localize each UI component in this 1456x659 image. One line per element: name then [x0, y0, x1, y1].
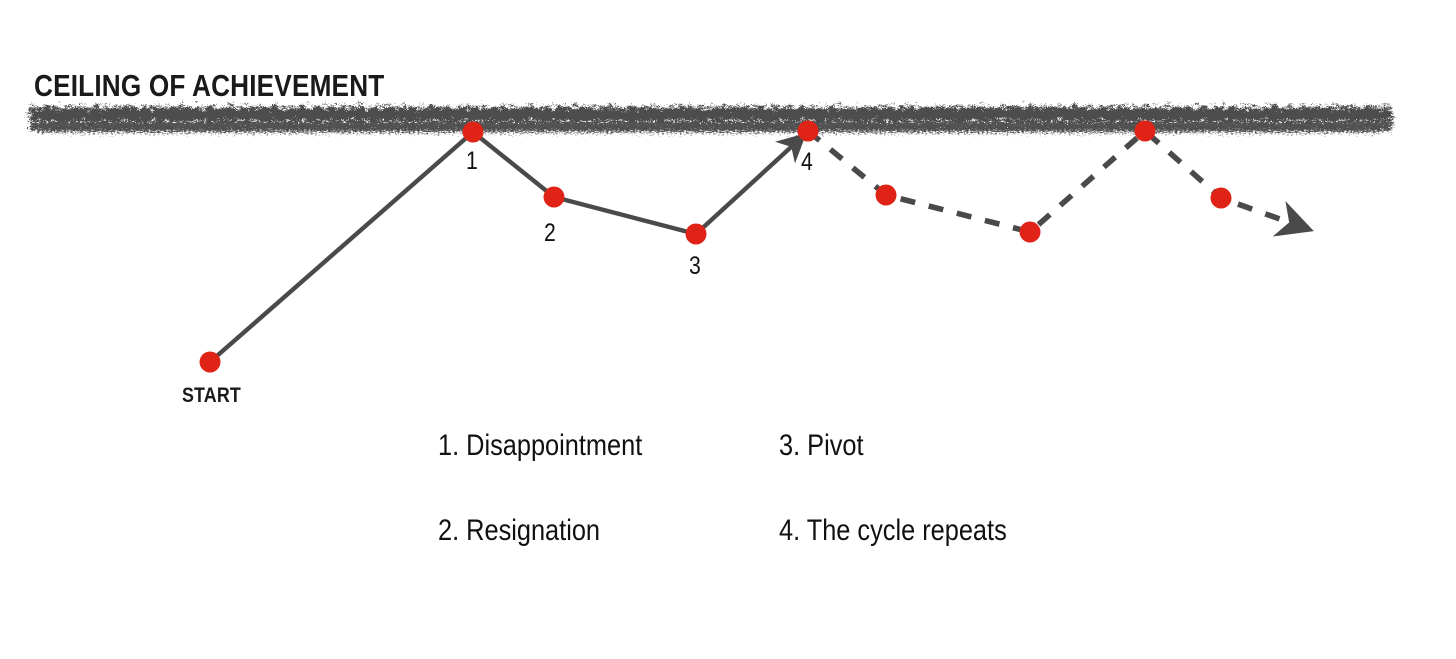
legend: 1. Disappointment 2. Resignation 3. Pivo…: [438, 428, 1007, 546]
start-label-text: START: [182, 384, 241, 408]
legend-item-2: 2. Resignation: [438, 513, 600, 546]
point-label-3: 3: [689, 251, 701, 279]
data-point-start: [199, 351, 221, 373]
data-point-1: [462, 121, 484, 143]
point-label-2: 2: [544, 218, 556, 246]
point-label-4: 4: [801, 147, 813, 175]
data-point-markers: [199, 120, 1232, 373]
ceiling-line: [30, 107, 1392, 133]
data-point-2: [543, 186, 565, 208]
title-text: CEILING OF ACHIEVEMENT: [34, 69, 385, 104]
legend-item-1: 1. Disappointment: [438, 428, 643, 461]
data-point-7: [1134, 120, 1156, 142]
series-repeat-cycle: [806, 127, 1314, 237]
data-point-8: [1210, 187, 1232, 209]
legend-item-3: 3. Pivot: [779, 428, 864, 461]
solid-path-arrow-segment: [694, 133, 807, 236]
data-point-5: [875, 184, 897, 206]
data-point-3: [685, 223, 707, 245]
solid-path-segment: [207, 129, 699, 365]
point-label-1: 1: [466, 146, 478, 174]
point-number-labels: 1 2 3 4: [466, 146, 813, 279]
series-first-cycle: [207, 129, 807, 365]
dashed-path: [806, 127, 1314, 237]
legend-item-4: 4. The cycle repeats: [779, 513, 1007, 546]
data-point-4: [797, 120, 819, 142]
start-label: START: [182, 384, 241, 408]
data-point-6: [1019, 221, 1041, 243]
page-title: CEILING OF ACHIEVEMENT: [34, 69, 385, 104]
